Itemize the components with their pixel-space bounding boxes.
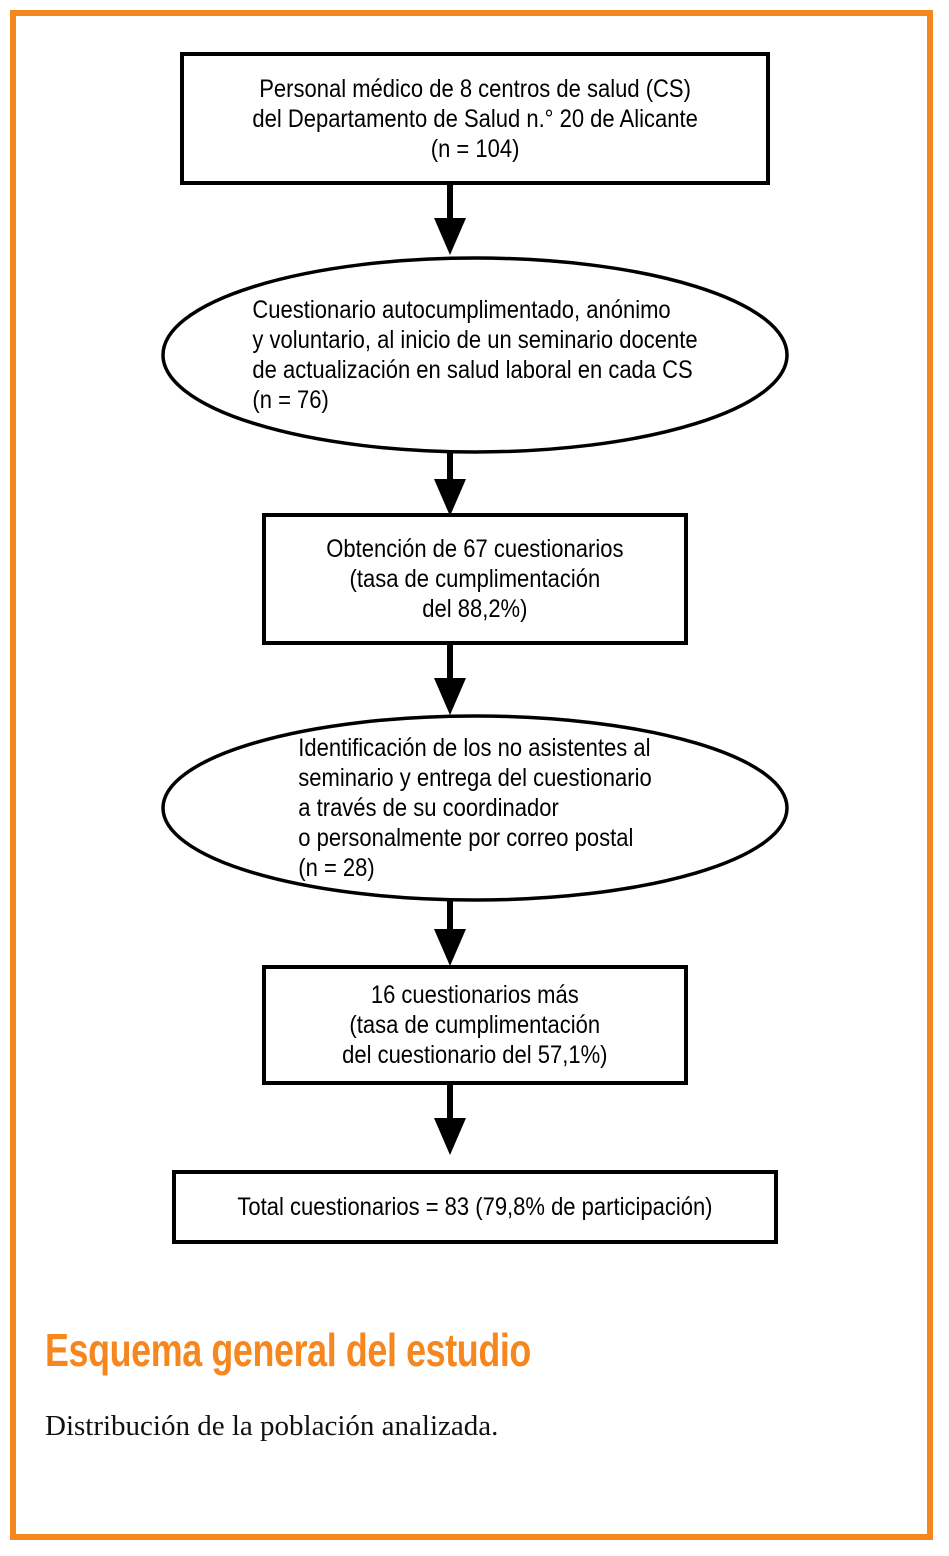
flow-node-4-label: Identificación de los no asistentes al s… [298, 734, 652, 882]
ellipse-shape-4 [161, 714, 789, 902]
flow-node-6-box: Total cuestionarios = 83 (79,8% de parti… [172, 1170, 778, 1244]
flow-arrow-5 [432, 1085, 468, 1157]
flow-node-4-ellipse: Identificación de los no asistentes al s… [160, 713, 790, 903]
flow-node-5-box: 16 cuestionarios más (tasa de cumpliment… [262, 965, 688, 1085]
flow-arrow-2 [432, 450, 468, 518]
ellipse-shape-2 [161, 256, 789, 454]
flow-arrow-3 [432, 645, 468, 717]
figure-caption-subtitle: Distribución de la población analizada. [45, 1410, 499, 1442]
flow-node-2-label: Cuestionario autocumplimentado, anónimo … [252, 296, 698, 414]
flow-node-1-label: Personal médico de 8 centros de salud (C… [252, 74, 698, 163]
flow-node-1-box: Personal médico de 8 centros de salud (C… [180, 52, 770, 185]
figure-caption-title: Esquema general del estudio [45, 1324, 531, 1376]
flow-arrow-4 [432, 898, 468, 968]
flow-node-5-label: 16 cuestionarios más (tasa de cumpliment… [342, 981, 608, 1069]
flowchart-canvas: Personal médico de 8 centros de salud (C… [160, 52, 790, 1244]
flow-node-2-ellipse: Cuestionario autocumplimentado, anónimo … [160, 255, 790, 455]
flow-node-6-label: Total cuestionarios = 83 (79,8% de parti… [237, 1193, 713, 1221]
figure-caption: Esquema general del estudio Distribución… [45, 1325, 865, 1443]
flow-node-3-label: Obtención de 67 cuestionarios (tasa de c… [326, 535, 624, 623]
flow-node-3-box: Obtención de 67 cuestionarios (tasa de c… [262, 513, 688, 645]
flow-arrow-1 [432, 185, 468, 257]
